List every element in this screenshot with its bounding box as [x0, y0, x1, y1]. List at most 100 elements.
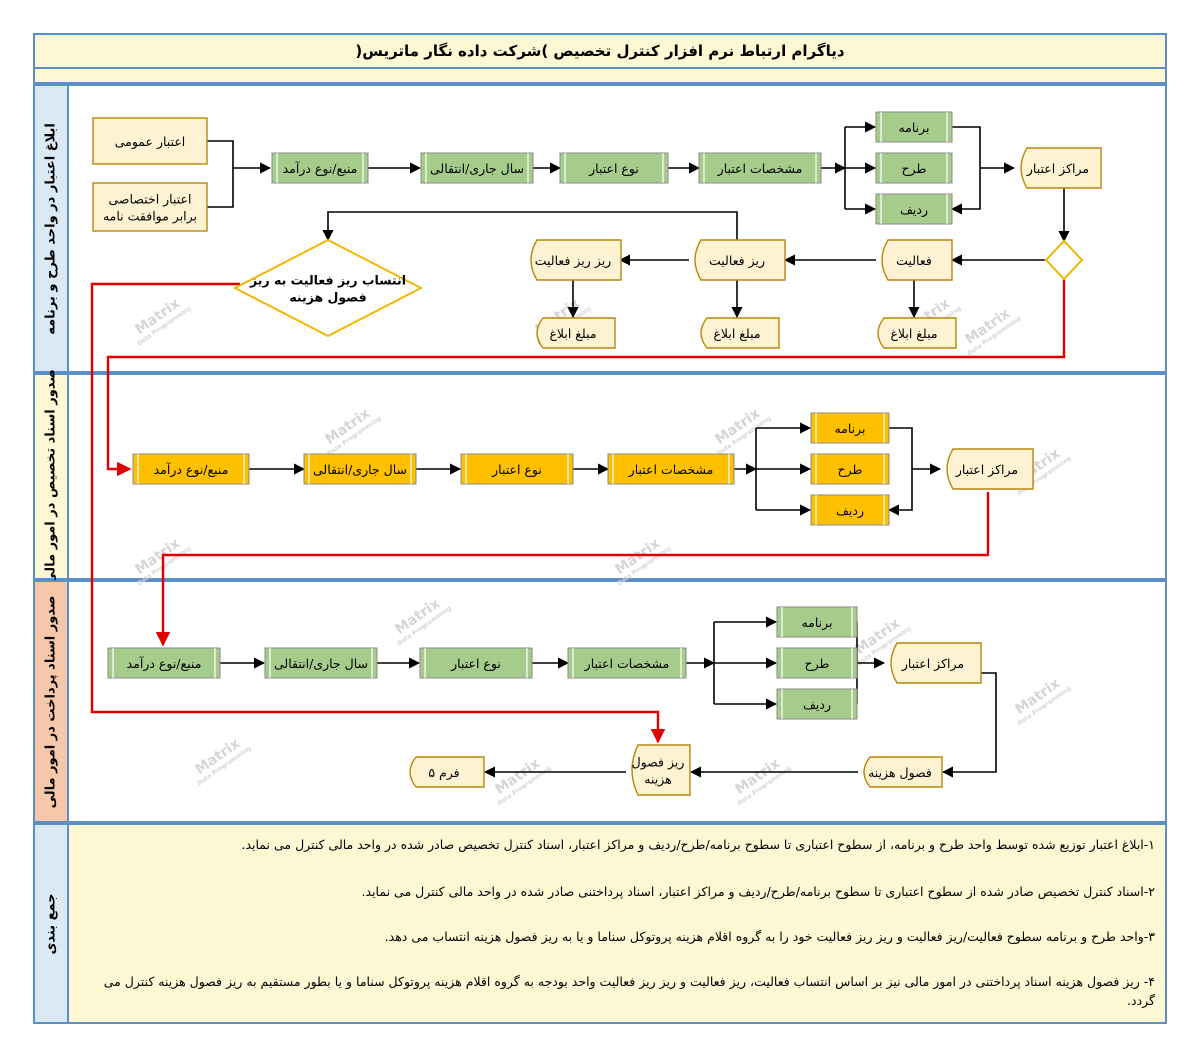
node-label: طرح	[838, 462, 863, 478]
node-l1-spec: مشخصات اعتبار	[698, 152, 822, 184]
node-l2-row: ردیف	[810, 494, 890, 526]
flow-arrow	[950, 126, 981, 215]
node-l1-amount3: مبلغ ابلاغ	[536, 317, 616, 349]
node-label: مشخصات اعتبار	[717, 161, 803, 177]
lane-credit-notification: ابلاغ اعتبار در واحد طرح و برنامه	[33, 84, 1167, 373]
node-label: منبع/نوع درآمد	[127, 656, 202, 672]
decision-diamond-small	[1044, 239, 1084, 281]
node-label: فعالیت	[896, 253, 932, 268]
node-l3-spec: مشخصات اعتبار	[567, 647, 687, 679]
node-l2-program: برنامه	[810, 412, 890, 444]
node-l2-plan: طرح	[810, 453, 890, 485]
node-l2-source: منبع/نوع درآمد	[132, 453, 250, 485]
routing-arrow	[106, 276, 1066, 477]
node-l1-plan: طرح	[875, 152, 953, 184]
node-l3-row: ردیف	[776, 688, 858, 720]
node-label: مراکز اعتبار	[1026, 161, 1089, 177]
node-label: سال جاری/انتقالی	[274, 656, 368, 672]
node-label: برنامه	[898, 120, 929, 136]
summary-note-3: ۳-واحد طرح و برنامه سطوح فعالیت/ریز فعال…	[384, 929, 1155, 944]
lane-label-box: جمع بندی	[35, 825, 69, 1022]
node-l1-amount1: مبلغ ابلاغ	[877, 317, 957, 349]
node-l3-form5: فرم ۵	[409, 756, 485, 788]
node-label: اعتبار اختصاصی	[109, 192, 192, 208]
node-l3-plan: طرح	[776, 647, 858, 679]
diagram-title: دیاگرام ارتباط نرم افزار کنترل تخصیص )شر…	[33, 33, 1167, 69]
node-label: فرم ۵	[428, 765, 459, 781]
node-label: مشخصات اعتبار	[628, 462, 714, 478]
node-l3-costs: فصول هزینه	[863, 756, 943, 788]
node-label: منبع/نوع درآمد	[154, 462, 229, 478]
node-label: سال جاری/انتقالی	[430, 161, 524, 177]
node-label: ریز فعالیت	[709, 253, 765, 269]
node-label: مبلغ ابلاغ	[890, 326, 937, 341]
node-l1-amount2: مبلغ ابلاغ	[700, 317, 780, 349]
node-label: برابر موافقت نامه	[103, 209, 197, 225]
flow-arrow	[887, 427, 913, 516]
title-spacer-row	[33, 69, 1167, 84]
node-l1-activity: فعالیت	[881, 239, 953, 281]
node-label: مبلغ ابلاغ	[549, 326, 596, 341]
flow-arrow	[207, 140, 234, 208]
node-label: مبلغ ابلاغ	[713, 326, 760, 341]
node-label: برنامه	[834, 421, 865, 437]
node-l3-program: برنامه	[776, 606, 858, 638]
node-l2-spec: مشخصات اعتبار	[607, 453, 735, 485]
node-l1-program: برنامه	[875, 111, 953, 143]
node-l1-row: ردیف	[875, 193, 953, 225]
node-l1-subsubactivity: ریز ریز فعالیت	[530, 239, 622, 281]
node-label: فصول هزینه	[289, 290, 366, 305]
node-label: ردیف	[900, 202, 928, 218]
node-l1-source: منبع/نوع درآمد	[271, 152, 369, 184]
node-label: انتساب ریز فعالیت به ریز	[249, 273, 406, 288]
node-label: نوع اعتبار	[588, 161, 639, 177]
node-label: فصول هزینه	[868, 765, 932, 781]
node-label: مراکز اعتبار	[901, 656, 964, 672]
node-l1-subactivity: ریز فعالیت	[694, 239, 786, 281]
lane-payment-docs: صدور اسناد پرداخت در امور مالی	[33, 580, 1167, 823]
node-label: طرح	[805, 656, 830, 672]
node-label: ریز ریز فعالیت	[535, 253, 611, 269]
node-l3-centers: مراکز اعتبار	[890, 642, 982, 684]
node-l1-centers: مراکز اعتبار	[1020, 147, 1102, 189]
node-label: ردیف	[836, 503, 864, 519]
node-l2-year: سال جاری/انتقالی	[303, 453, 417, 485]
summary-note-1: ۱-ابلاغ اعتبار توزیع شده توسط واحد طرح و…	[241, 837, 1155, 852]
node-l3-year: سال جاری/انتقالی	[264, 647, 378, 679]
routing-arrow	[90, 282, 666, 744]
node-label: نوع اعتبار	[491, 462, 542, 478]
node-l3-source: منبع/نوع درآمد	[107, 647, 221, 679]
node-label: طرح	[902, 161, 927, 177]
summary-note-4: ۴- ریز فصول هزینه اسناد پرداختنی در امور…	[103, 974, 1155, 1008]
node-label: برنامه	[801, 615, 832, 631]
node-label: منبع/نوع درآمد	[283, 161, 358, 177]
node-label: مشخصات اعتبار	[584, 656, 670, 672]
flow-arrow	[941, 672, 997, 778]
node-label: ریز فصول	[632, 755, 685, 771]
node-label: اعتبار عمومی	[115, 134, 186, 150]
summary-note-2: ۲-اسناد کنترل تخصیص صادر شده از سطوح اعت…	[361, 884, 1155, 899]
routing-arrow	[155, 492, 990, 647]
node-l1-decision: انتساب ریز فعالیت به ریز فصول هزینه	[232, 238, 424, 338]
node-label: هزینه	[644, 772, 671, 788]
lane-label-box: صدور اسناد تخصیص در امور مالی	[35, 369, 69, 584]
node-l2-centers: مراکز اعتبار	[946, 448, 1034, 490]
node-l2-type: نوع اعتبار	[460, 453, 574, 485]
